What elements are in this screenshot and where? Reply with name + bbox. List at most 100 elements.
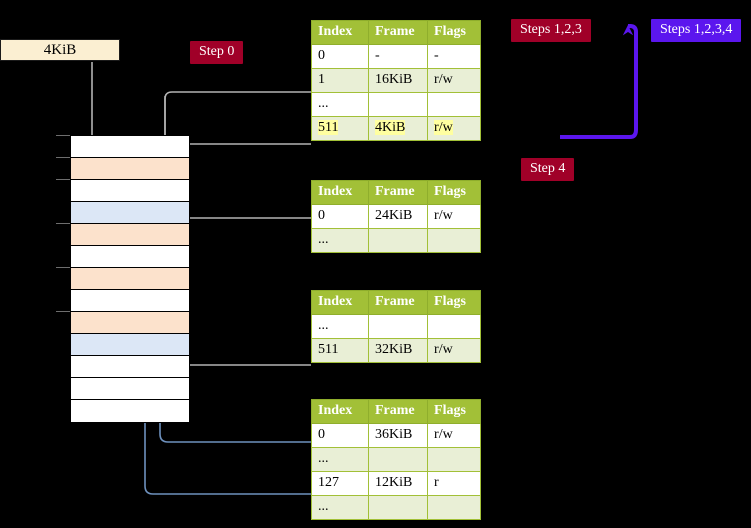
cell-flags: r/w bbox=[427, 116, 481, 141]
cell-index: ... bbox=[311, 228, 369, 253]
badge-step-4: Step 4 bbox=[521, 158, 575, 181]
cell-frame: 12KiB bbox=[367, 471, 429, 496]
memory-frame-row-8 bbox=[71, 312, 189, 334]
cell-flags bbox=[427, 314, 481, 339]
cell-text: ... bbox=[318, 232, 329, 247]
memory-frame-row-10 bbox=[71, 356, 189, 378]
cell-text: 24KiB bbox=[375, 208, 413, 223]
cell-text: 127 bbox=[318, 475, 339, 490]
frame-size-label: 4KiB bbox=[43, 41, 77, 58]
table-row: 511 4KiB r/w bbox=[311, 116, 481, 141]
cell-frame: 24KiB bbox=[367, 204, 429, 229]
column-header-frame: Frame bbox=[367, 20, 429, 45]
column-header-index: Index bbox=[311, 290, 369, 315]
mem-tick-2 bbox=[56, 179, 71, 180]
badge-steps-123: Steps 1,2,3 bbox=[511, 19, 591, 42]
mem-tick-1 bbox=[56, 157, 71, 158]
cell-flags: - bbox=[427, 44, 481, 69]
cell-flags: r/w bbox=[427, 423, 481, 448]
cell-flags: r bbox=[427, 471, 481, 496]
mem-tick-5 bbox=[56, 311, 71, 312]
cell-index: 127 bbox=[311, 471, 369, 496]
table-row: 0 - - bbox=[311, 44, 481, 69]
table-row: ... bbox=[311, 228, 481, 253]
memory-frame-row-6 bbox=[71, 268, 189, 290]
cell-text: 16KiB bbox=[375, 72, 413, 87]
table-row: 0 24KiB r/w bbox=[311, 204, 481, 229]
cell-index: 0 bbox=[311, 44, 369, 69]
column-header-frame: Frame bbox=[367, 180, 429, 205]
cell-text: 0 bbox=[318, 427, 325, 442]
table-row: ... bbox=[311, 495, 481, 520]
wire-steps-bracket bbox=[560, 24, 638, 139]
badge-steps-123-label: Steps 1,2,3 bbox=[520, 22, 582, 37]
column-header-index: Index bbox=[311, 399, 369, 424]
memory-frame-row-0 bbox=[71, 136, 189, 158]
cell-text: 36KiB bbox=[375, 427, 413, 442]
cell-index: 0 bbox=[311, 423, 369, 448]
cell-text: ... bbox=[318, 96, 329, 111]
cell-text: ... bbox=[318, 451, 329, 466]
wire-t3-row511-to-mem bbox=[176, 313, 311, 366]
frame-size-box: 4KiB bbox=[0, 39, 120, 61]
cell-flags bbox=[427, 495, 481, 520]
table-row: ... bbox=[311, 92, 481, 117]
memory-frame-row-2 bbox=[71, 180, 189, 202]
column-header-flags: Flags bbox=[427, 399, 481, 424]
mem-tick-3 bbox=[56, 223, 71, 224]
badge-step-0: Step 0 bbox=[190, 41, 244, 64]
column-header-flags: Flags bbox=[427, 180, 481, 205]
wire-t2-row0-to-mem bbox=[175, 217, 311, 262]
cell-index: ... bbox=[311, 495, 369, 520]
cell-flags: r/w bbox=[427, 204, 481, 229]
cell-text: 32KiB bbox=[375, 342, 413, 357]
memory-frame-row-3 bbox=[71, 202, 189, 224]
table-row: ... bbox=[311, 447, 481, 472]
mem-tick-4 bbox=[56, 267, 71, 268]
column-header-flags: Flags bbox=[427, 290, 481, 315]
memory-frame-row-4 bbox=[71, 224, 189, 246]
cell-frame bbox=[367, 92, 429, 117]
cell-index: 1 bbox=[311, 68, 369, 93]
column-header-index: Index bbox=[311, 180, 369, 205]
cell-text: 0 bbox=[318, 48, 325, 63]
column-header-frame: Frame bbox=[367, 399, 429, 424]
table-row: 0 36KiB r/w bbox=[311, 423, 481, 448]
memory-frame-row-11 bbox=[71, 378, 189, 400]
cell-text: r/w bbox=[434, 342, 453, 357]
column-header-frame: Frame bbox=[367, 290, 429, 315]
cell-frame: 16KiB bbox=[367, 68, 429, 93]
cell-index: 511 bbox=[311, 338, 369, 363]
cell-frame: - bbox=[367, 44, 429, 69]
cell-index: ... bbox=[311, 92, 369, 117]
cell-frame bbox=[367, 495, 429, 520]
cell-flags bbox=[427, 92, 481, 117]
badge-step-4-label: Step 4 bbox=[530, 161, 566, 176]
cell-text: 4KiB bbox=[375, 120, 406, 135]
table-row: 127 12KiB r bbox=[311, 471, 481, 496]
cell-flags bbox=[427, 447, 481, 472]
cell-text: r bbox=[434, 475, 439, 490]
cell-index: ... bbox=[311, 447, 369, 472]
table-row: ... bbox=[311, 314, 481, 339]
cell-index: 0 bbox=[311, 204, 369, 229]
cell-text: - bbox=[375, 48, 380, 63]
badge-step-0-label: Step 0 bbox=[199, 44, 235, 59]
cell-frame bbox=[367, 228, 429, 253]
cell-text: 511 bbox=[318, 120, 339, 135]
memory-frame-row-12 bbox=[71, 400, 189, 422]
memory-frame-row-9 bbox=[71, 334, 189, 356]
cell-frame: 32KiB bbox=[367, 338, 429, 363]
cell-frame bbox=[367, 314, 429, 339]
cell-text: - bbox=[434, 48, 439, 63]
cell-flags bbox=[427, 228, 481, 253]
badge-steps-1234: Steps 1,2,3,4 bbox=[651, 19, 742, 42]
